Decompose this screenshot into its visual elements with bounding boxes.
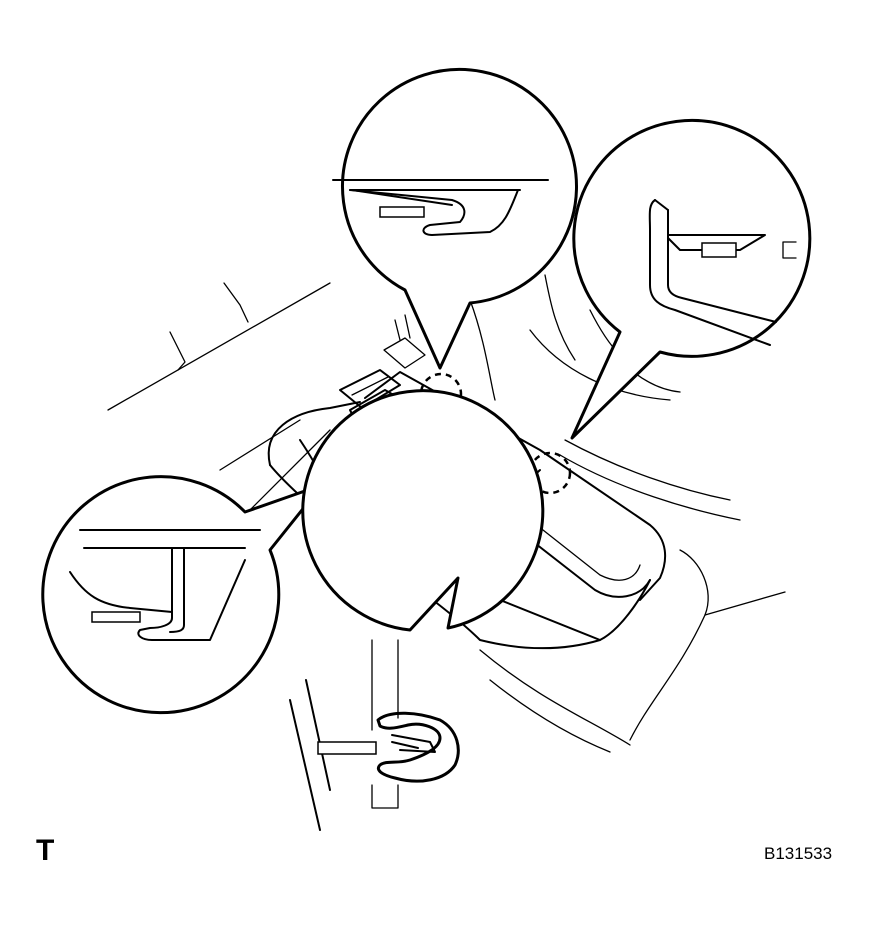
callout-label-box [701,242,737,258]
vehicle-body-lines [107,274,786,753]
push-clip [376,711,460,783]
corner-mark: T [36,834,55,867]
callout-top [332,67,578,370]
callout-right [570,118,812,440]
callout-label-box [91,611,141,623]
clip-marker-top [419,372,463,416]
figure-code: B131533 [764,844,833,863]
callout-label-box [317,741,377,755]
callout-label-box [379,206,425,218]
callout-left [41,475,324,715]
clip-marker-right [528,451,572,495]
callout-bottom [289,389,545,831]
